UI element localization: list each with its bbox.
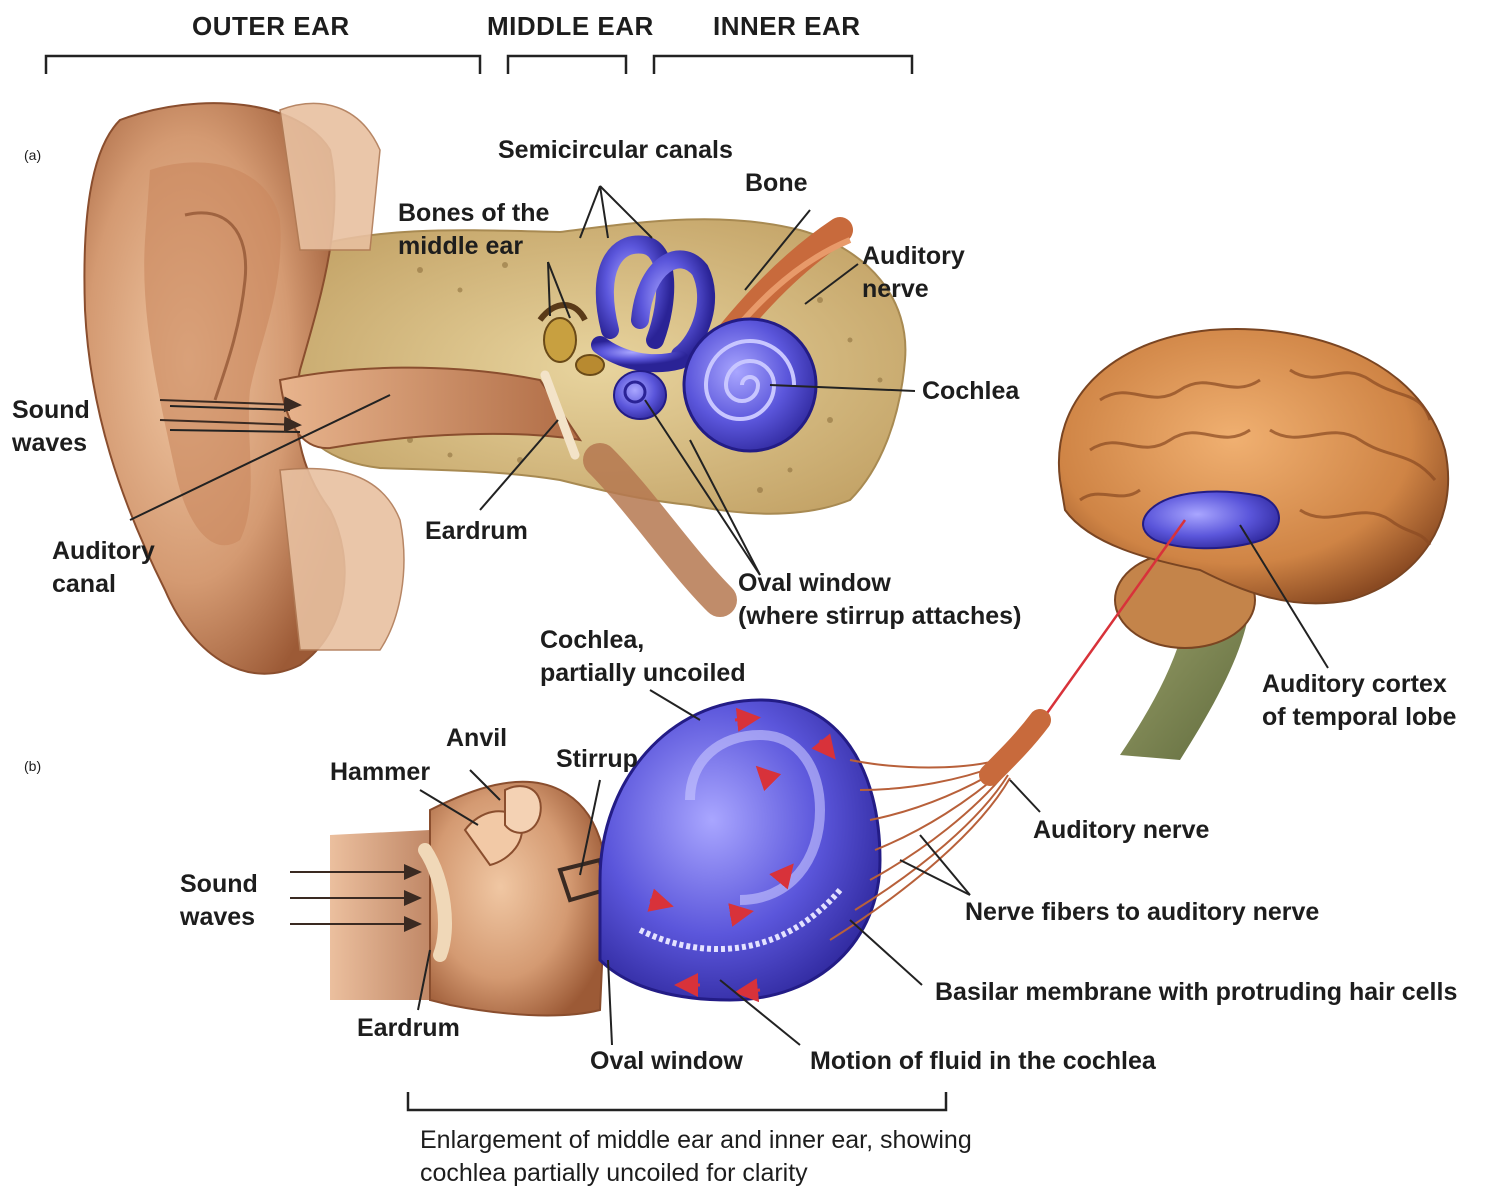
auditory-canal-tube bbox=[280, 368, 580, 448]
cochlea-label: Cochlea bbox=[922, 375, 1019, 408]
semicircular-canals-label: Semicircular canals bbox=[498, 134, 733, 167]
auditory-nerve-label-b: Auditory nerve bbox=[1033, 814, 1209, 847]
panel-b-tag: (b) bbox=[24, 758, 41, 774]
outer-ear-bracket bbox=[46, 56, 480, 74]
cerebrum bbox=[1059, 329, 1448, 603]
cochlea-uncoiled bbox=[600, 700, 880, 1000]
hammer-label: Hammer bbox=[330, 756, 430, 789]
basilar-membrane-label: Basilar membrane with protruding hair ce… bbox=[935, 976, 1457, 1009]
eardrum-label-b: Eardrum bbox=[357, 1012, 460, 1045]
bone-label: Bone bbox=[745, 167, 808, 200]
anvil-label: Anvil bbox=[446, 722, 507, 755]
motion-of-fluid-label: Motion of fluid in the cochlea bbox=[810, 1045, 1156, 1078]
oval-window-label-a: Oval window(where stirrup attaches) bbox=[738, 567, 1021, 633]
panel-a-tag: (a) bbox=[24, 147, 41, 163]
middle-ear-bracket bbox=[508, 56, 626, 74]
inner-ear-header: INNER EAR bbox=[713, 10, 861, 43]
oval-window-label-b: Oval window bbox=[590, 1045, 743, 1078]
enlargement-bracket bbox=[408, 1092, 946, 1110]
inner-ear-bracket bbox=[654, 56, 912, 74]
auditory-cortex-region bbox=[1143, 492, 1279, 549]
anvil-shape bbox=[505, 786, 541, 833]
enlargement-caption: Enlargement of middle ear and inner ear,… bbox=[420, 1124, 972, 1190]
stirrup-label: Stirrup bbox=[556, 743, 638, 776]
eardrum-label-a: Eardrum bbox=[425, 515, 528, 548]
panel-b-illustration bbox=[290, 700, 1040, 1015]
middle-ear-header: MIDDLE EAR bbox=[487, 10, 654, 43]
cochlea-uncoiled-label: Cochlea,partially uncoiled bbox=[540, 624, 746, 690]
nerve-fibers-label: Nerve fibers to auditory nerve bbox=[965, 896, 1319, 929]
outer-ear-header: OUTER EAR bbox=[192, 10, 350, 43]
auditory-nerve-b bbox=[990, 720, 1040, 775]
